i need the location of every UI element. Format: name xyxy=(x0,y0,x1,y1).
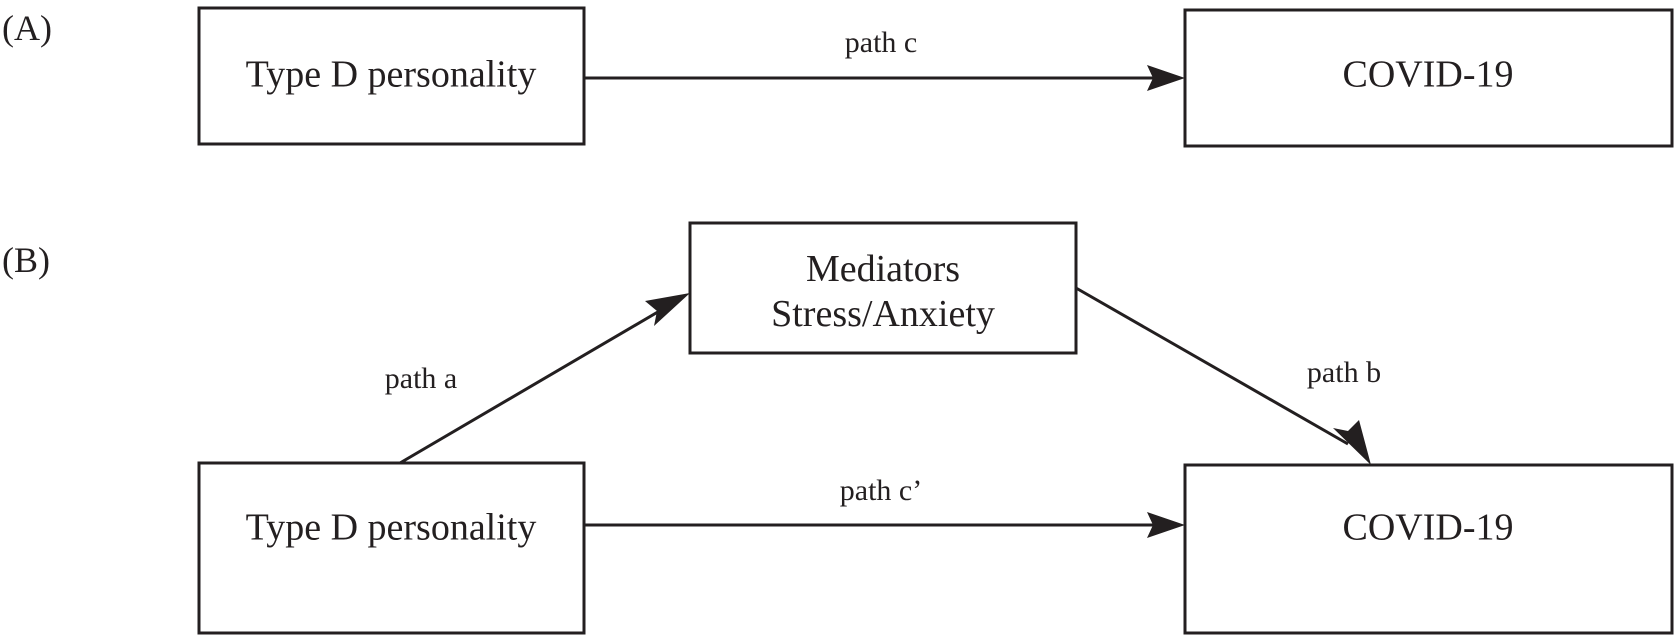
node-box-covid-19-b[interactable] xyxy=(1183,463,1674,635)
arrow-head-path-c xyxy=(1147,65,1185,91)
node-label-type-d-personality-b: Type D personality xyxy=(246,507,537,549)
node-box-type-d-personality-b[interactable] xyxy=(197,461,586,635)
edge-label-path-b: path b xyxy=(1307,356,1381,389)
panel-b-label: (B) xyxy=(2,240,50,280)
arrow-head-path-a xyxy=(645,293,690,326)
node-label-mediators-line1: Mediators xyxy=(806,248,960,290)
arrow-head-path-c-prime xyxy=(1147,512,1185,538)
node-box-covid-19-a[interactable] xyxy=(1183,8,1674,148)
edge-line-path-a xyxy=(399,304,669,465)
panel-a-label: (A) xyxy=(2,8,52,48)
node-label-covid-19-a: COVID-19 xyxy=(1343,54,1514,96)
node-box-type-d-personality-a[interactable] xyxy=(197,6,586,146)
edge-line-path-b xyxy=(1075,286,1349,446)
node-label-type-d-personality-a: Type D personality xyxy=(246,54,537,96)
edge-label-path-c: path c xyxy=(845,26,917,59)
node-box-mediators-stress-anxiety[interactable] xyxy=(688,221,1078,355)
node-label-covid-19-b: COVID-19 xyxy=(1343,507,1514,549)
edge-label-path-c-prime: path c’ xyxy=(840,474,922,507)
node-label-mediators-line2: Stress/Anxiety xyxy=(771,293,995,335)
edge-label-path-a: path a xyxy=(385,362,457,395)
arrow-head-path-b xyxy=(1333,420,1371,465)
